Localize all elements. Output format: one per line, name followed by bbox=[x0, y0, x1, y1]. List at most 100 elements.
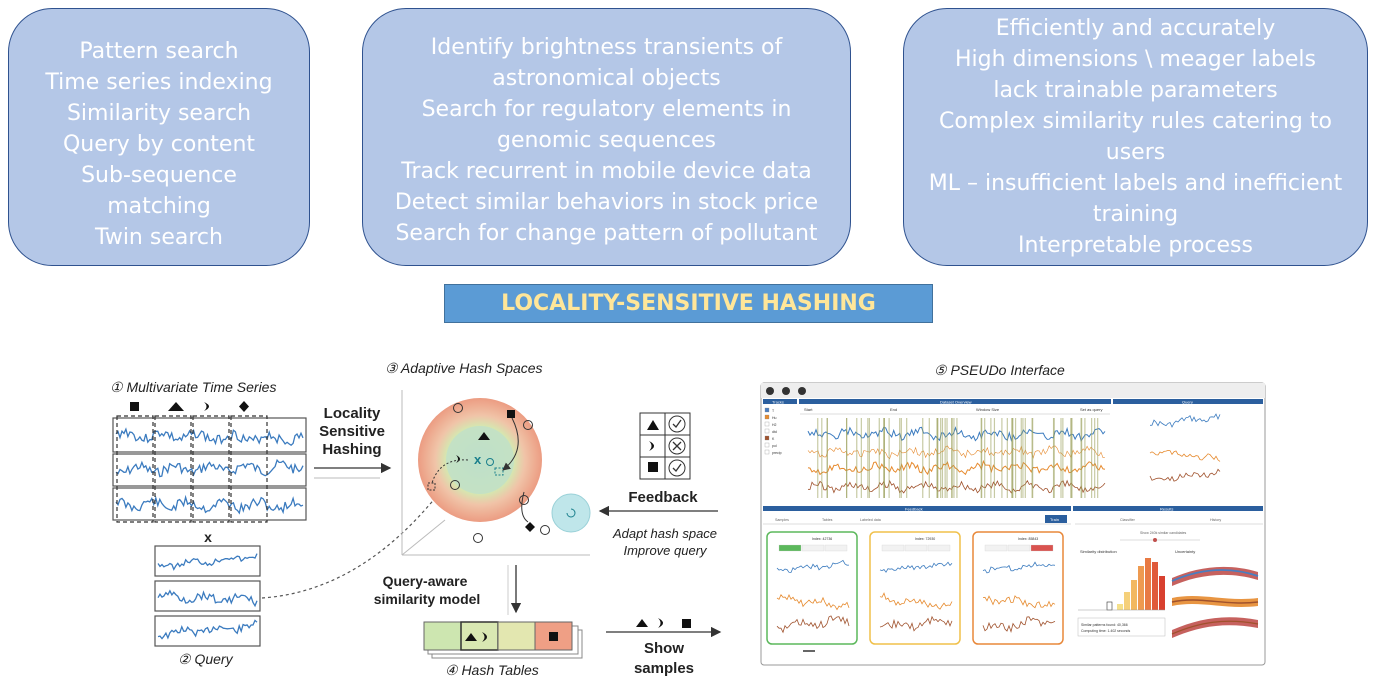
uncertainty-bands bbox=[1171, 566, 1259, 638]
track-checkbox[interactable] bbox=[764, 442, 770, 448]
box-line: Pattern search bbox=[79, 38, 239, 64]
candidate-slider-thumb[interactable] bbox=[1153, 538, 1157, 542]
step4-label: ④ Hash Tables bbox=[445, 662, 539, 678]
track-checkbox[interactable] bbox=[764, 407, 770, 413]
lsh-label-2: Sensitive bbox=[319, 423, 385, 440]
sample-card[interactable] bbox=[972, 531, 1064, 645]
box-line: ML – insufficient labels and inefficient bbox=[928, 171, 1343, 196]
box-line: training bbox=[1092, 202, 1179, 227]
label-button[interactable] bbox=[1007, 544, 1031, 552]
box-line: Search for regulatory elements in bbox=[421, 96, 792, 122]
tables-tab[interactable]: Tables bbox=[822, 518, 833, 522]
box-line: Similarity search bbox=[66, 100, 252, 126]
box-line: Interpretable process bbox=[1018, 233, 1253, 258]
train-button[interactable] bbox=[1045, 515, 1067, 523]
label-button[interactable] bbox=[984, 544, 1008, 552]
series-line bbox=[115, 458, 304, 478]
box-line: lack trainable parameters bbox=[993, 78, 1278, 103]
query-variable: x bbox=[204, 529, 212, 545]
lsh-label-1: Locality bbox=[324, 405, 381, 422]
sample-card[interactable] bbox=[869, 531, 961, 645]
lsh-label-3: Hashing bbox=[322, 441, 381, 458]
overview-tracks bbox=[807, 418, 1106, 498]
model-label-2: similarity model bbox=[374, 591, 481, 607]
history-tab[interactable]: History bbox=[1210, 518, 1221, 522]
feedback-panel-header: Feedback bbox=[905, 507, 923, 512]
adapt-label-1: Adapt hash space bbox=[612, 526, 717, 541]
label-button[interactable] bbox=[904, 544, 928, 552]
label-button[interactable] bbox=[881, 544, 905, 552]
series-line bbox=[115, 494, 304, 515]
query-panels bbox=[154, 545, 261, 647]
box-line: Track recurrent in mobile device data bbox=[401, 158, 812, 184]
box-line: Time series indexing bbox=[45, 69, 273, 95]
set-query-button[interactable]: Set as query bbox=[1080, 407, 1102, 412]
query-point-x: x bbox=[474, 452, 482, 467]
box-line: Complex similarity rules catering to bbox=[939, 109, 1332, 134]
show-label-2: samples bbox=[634, 660, 694, 677]
sample-card[interactable] bbox=[766, 531, 858, 645]
box-line: users bbox=[1105, 140, 1166, 165]
box-line: genomic sequences bbox=[496, 127, 716, 153]
track-label: precip bbox=[772, 451, 782, 455]
box-line: Search for change pattern of pollutant bbox=[395, 220, 818, 246]
step1-label: ① Multivariate Time Series bbox=[110, 379, 276, 395]
track-label: Hu bbox=[772, 416, 777, 420]
end-field-label: End bbox=[890, 407, 897, 412]
box-line: Sub-sequence bbox=[81, 162, 237, 188]
similarity-histogram bbox=[1106, 558, 1165, 611]
box-line: Identify brightness transients of bbox=[430, 34, 783, 60]
banner-title: LOCALITY-SENSITIVE HASHING bbox=[501, 291, 876, 316]
track-label: dtd bbox=[772, 430, 777, 434]
square-marker bbox=[130, 402, 139, 411]
label-button[interactable] bbox=[1030, 544, 1054, 552]
pseudo-pipeline-diagram: ① Multivariate Time Series Locality Sens… bbox=[110, 360, 1266, 678]
label-button[interactable] bbox=[927, 544, 951, 552]
track-checkbox[interactable] bbox=[764, 428, 770, 434]
sim-dist-title: Similarity distribution bbox=[1080, 549, 1117, 554]
show-more-label[interactable]: Show 240k similar candidates bbox=[1140, 531, 1187, 535]
step3-label: ③ Adaptive Hash Spaces bbox=[385, 360, 543, 376]
box-line: Efficiently and accurately bbox=[995, 16, 1276, 41]
hash-table bbox=[423, 621, 583, 659]
pseudo-interface: Tracks Dataset Overview Query THuH2dtdKp… bbox=[760, 382, 1266, 666]
triangle-marker bbox=[168, 402, 184, 411]
train-button-label: Train bbox=[1050, 517, 1059, 522]
hash-space: x bbox=[401, 390, 590, 556]
track-checkbox[interactable] bbox=[764, 414, 770, 420]
overview-header: Dataset Overview bbox=[940, 400, 972, 405]
stats-box bbox=[1077, 617, 1166, 637]
track-label: T bbox=[772, 409, 775, 413]
adapt-label-2: Improve query bbox=[623, 543, 708, 558]
model-label-1: Query-aware bbox=[383, 573, 468, 589]
results-panel-header: Results bbox=[1160, 507, 1173, 512]
lsh-banner: LOCALITY-SENSITIVE HASHING bbox=[444, 284, 933, 323]
stats-line-1: Similar patterns found: 40,366 bbox=[1081, 623, 1128, 627]
track-label: H2 bbox=[772, 423, 777, 427]
step2-label: ② Query bbox=[178, 651, 234, 667]
track-checkbox[interactable] bbox=[764, 449, 770, 455]
box-line: High dimensions \ meager labels bbox=[954, 47, 1317, 72]
labeled-tab[interactable]: Labeled data bbox=[860, 518, 881, 522]
track-checkbox[interactable] bbox=[764, 435, 770, 441]
samples-tab[interactable]: Samples bbox=[775, 518, 789, 522]
box-line: Twin search bbox=[95, 224, 223, 250]
track-checkbox[interactable] bbox=[764, 421, 770, 427]
stats-line-2: Computing time: 1.402 seconds bbox=[1081, 629, 1130, 633]
time-series-panels bbox=[112, 415, 307, 523]
card1-index: Index: 42736 bbox=[812, 537, 832, 541]
tracks-header: Tracks bbox=[772, 400, 784, 405]
adapted-query-point bbox=[551, 493, 591, 533]
classifier-tab[interactable]: Classifier bbox=[1120, 518, 1136, 522]
box-line: matching bbox=[107, 193, 211, 219]
moon-marker bbox=[204, 402, 209, 411]
label-button[interactable] bbox=[778, 544, 802, 552]
card3-index: Index: 85843 bbox=[1018, 537, 1038, 541]
label-button[interactable] bbox=[824, 544, 848, 552]
diamond-marker bbox=[239, 401, 249, 412]
label-button[interactable] bbox=[801, 544, 825, 552]
